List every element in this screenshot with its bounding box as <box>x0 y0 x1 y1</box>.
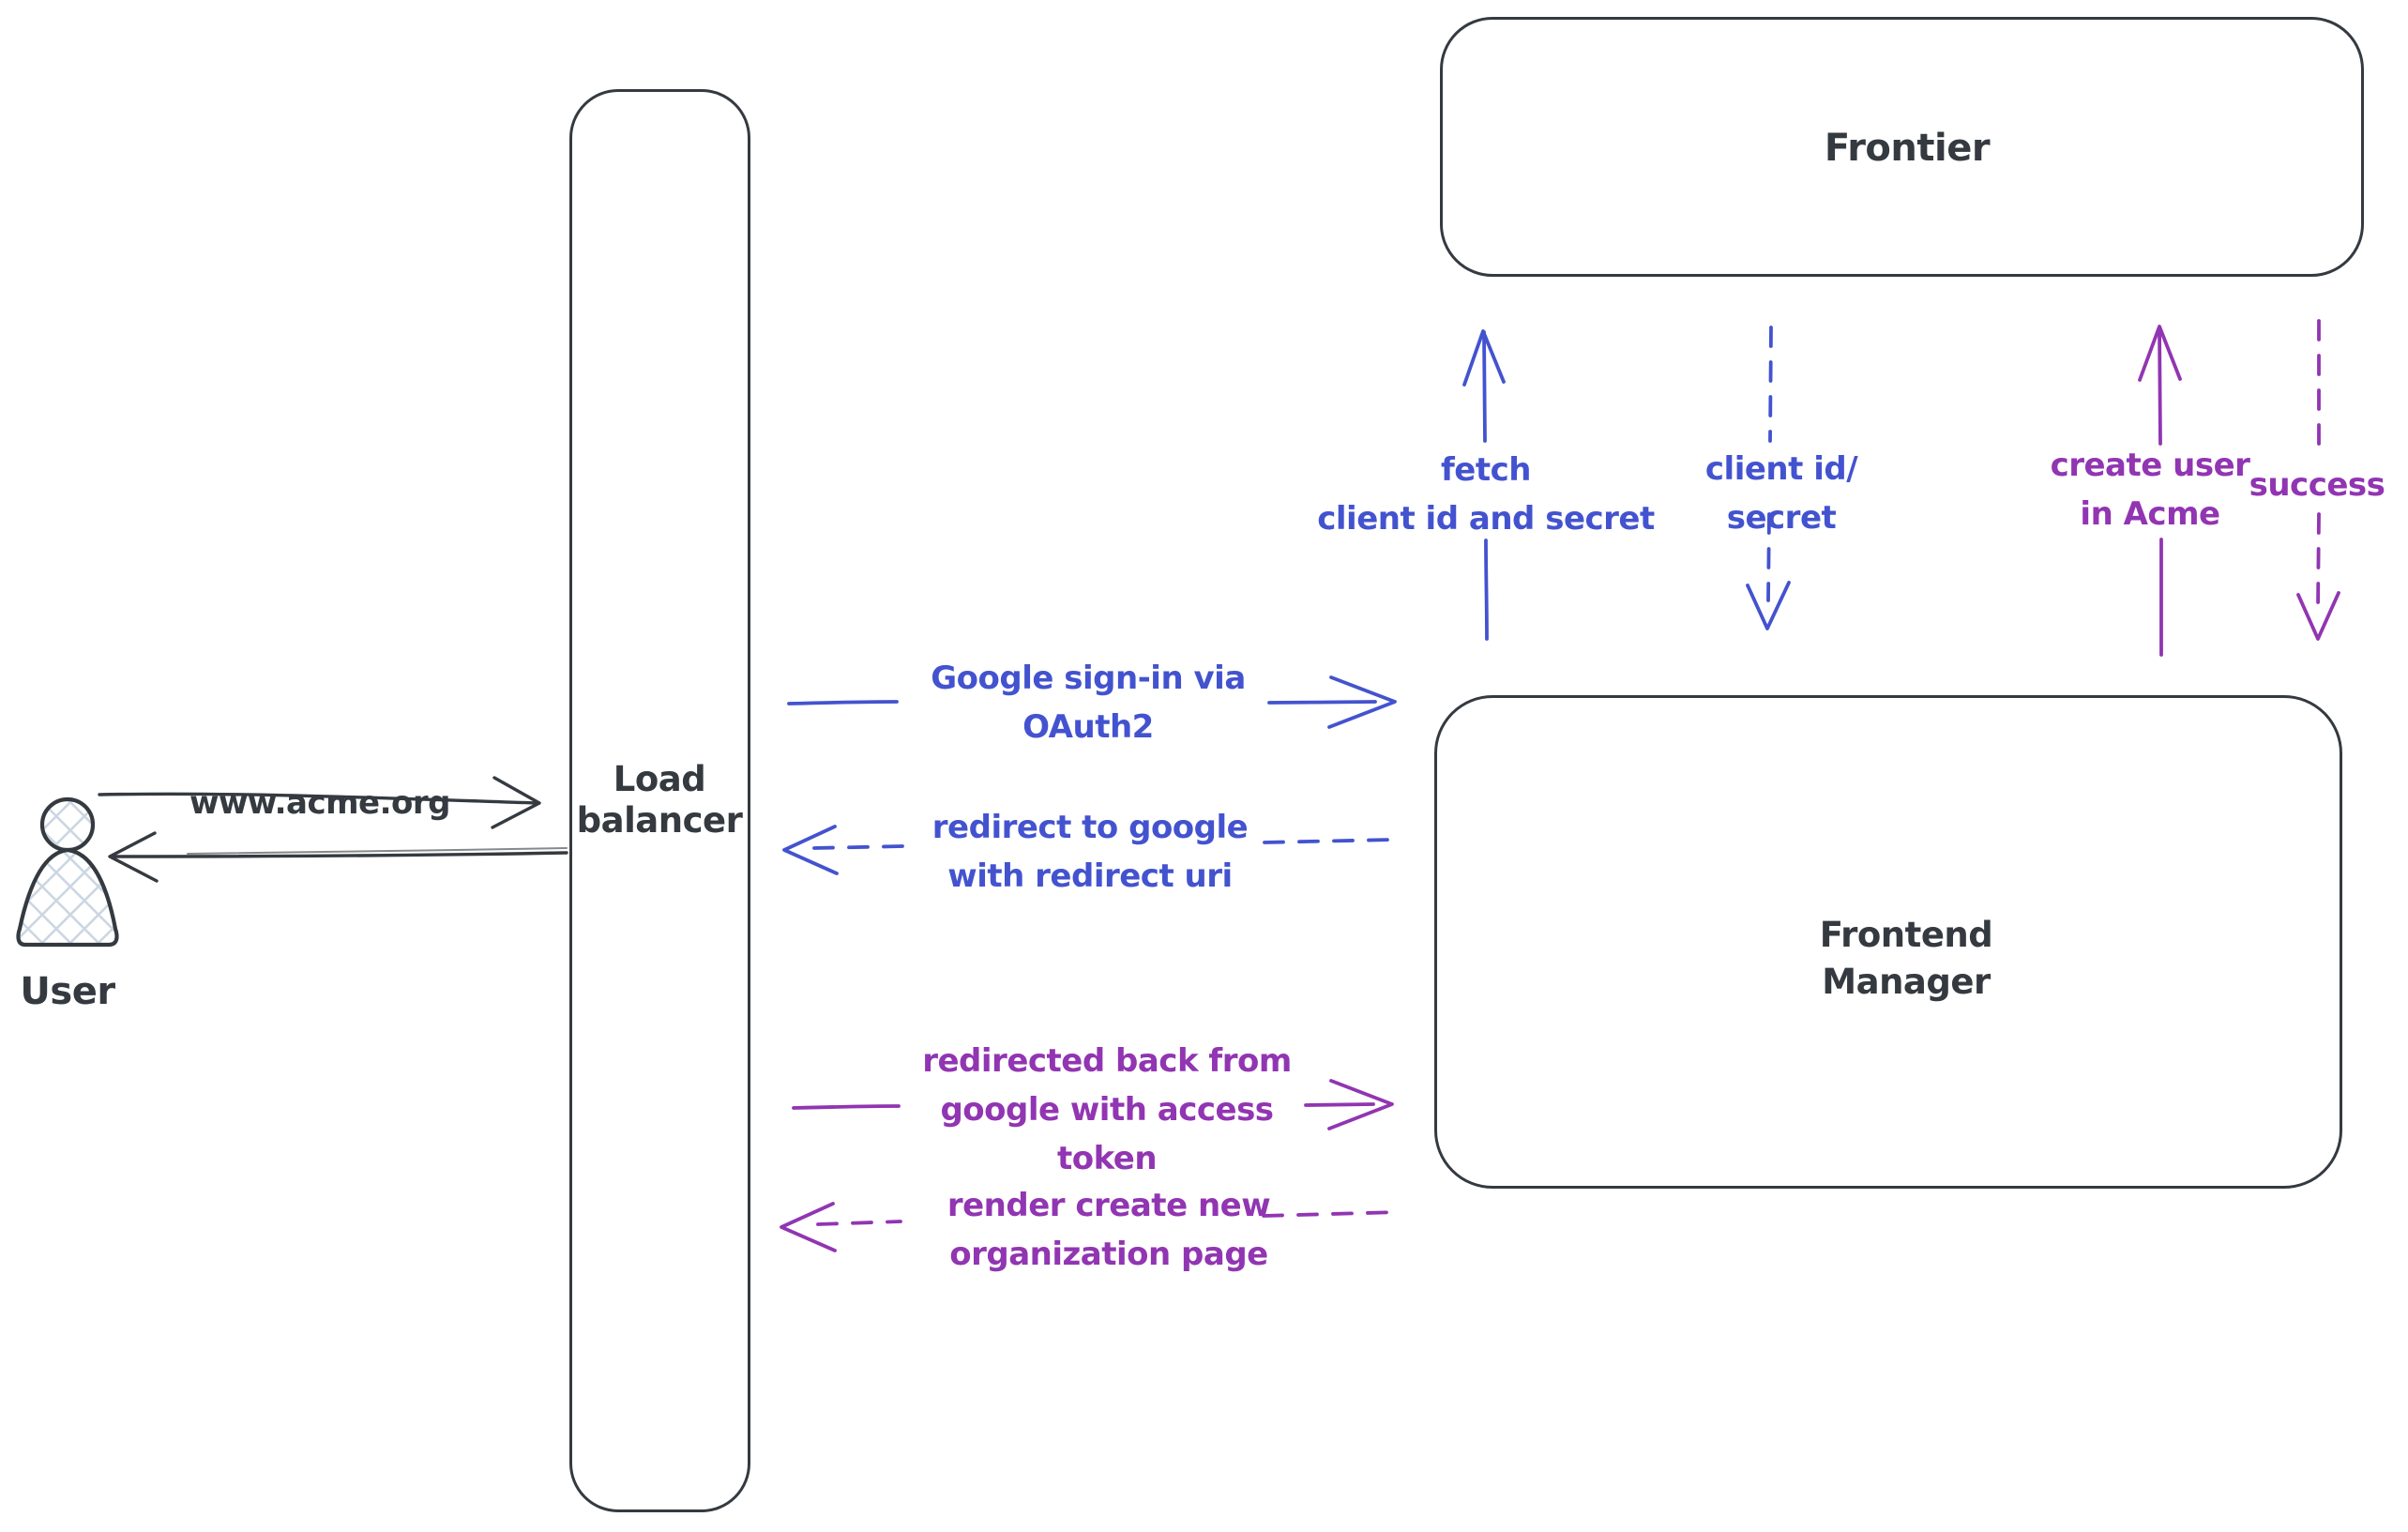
redirected-back-label: redirected back from google with access … <box>922 1042 1292 1177</box>
edge-lb-response-arrow <box>108 831 568 883</box>
load-balancer-label: Load balancer <box>576 759 743 841</box>
render-org-page-label: render create new organization page <box>947 1187 1271 1273</box>
google-signin-label: Google sign-in via OAuth2 <box>931 660 1246 746</box>
edge-success-arrow <box>2296 319 2340 641</box>
edge-user-request-arrow <box>98 776 541 829</box>
user-label: User <box>20 970 115 1013</box>
edge-google-signin-arrow <box>787 675 1397 729</box>
user-request-label: www.acme.org <box>189 784 450 822</box>
edge-fetch-client-arrow <box>1462 329 1506 641</box>
user-head <box>39 796 96 853</box>
edge-redirected-back-arrow <box>792 1079 1394 1130</box>
user-body <box>16 847 119 948</box>
client-id-secret-label: client id/ secret <box>1704 450 1858 537</box>
frontend-manager-label: Frontend Manager <box>1819 915 1993 1002</box>
success-label: success <box>2249 466 2385 504</box>
node-frontend-manager <box>1434 695 2342 1189</box>
edge-create-user-arrow <box>2138 325 2182 657</box>
user-figure <box>16 796 119 948</box>
node-frontier <box>1440 17 2364 277</box>
create-user-label: create user in Acme <box>2050 447 2250 533</box>
frontier-label: Frontier <box>1824 127 1991 170</box>
fetch-client-label: fetch client id and secret <box>1317 451 1655 538</box>
redirect-google-label: redirect to google with redirect uri <box>931 809 1249 895</box>
edge-render-org-page-arrow <box>780 1202 1401 1252</box>
edge-client-id-secret-arrow <box>1746 326 1791 630</box>
node-load-balancer <box>569 89 750 1512</box>
edge-redirect-google-arrow <box>782 825 1394 875</box>
